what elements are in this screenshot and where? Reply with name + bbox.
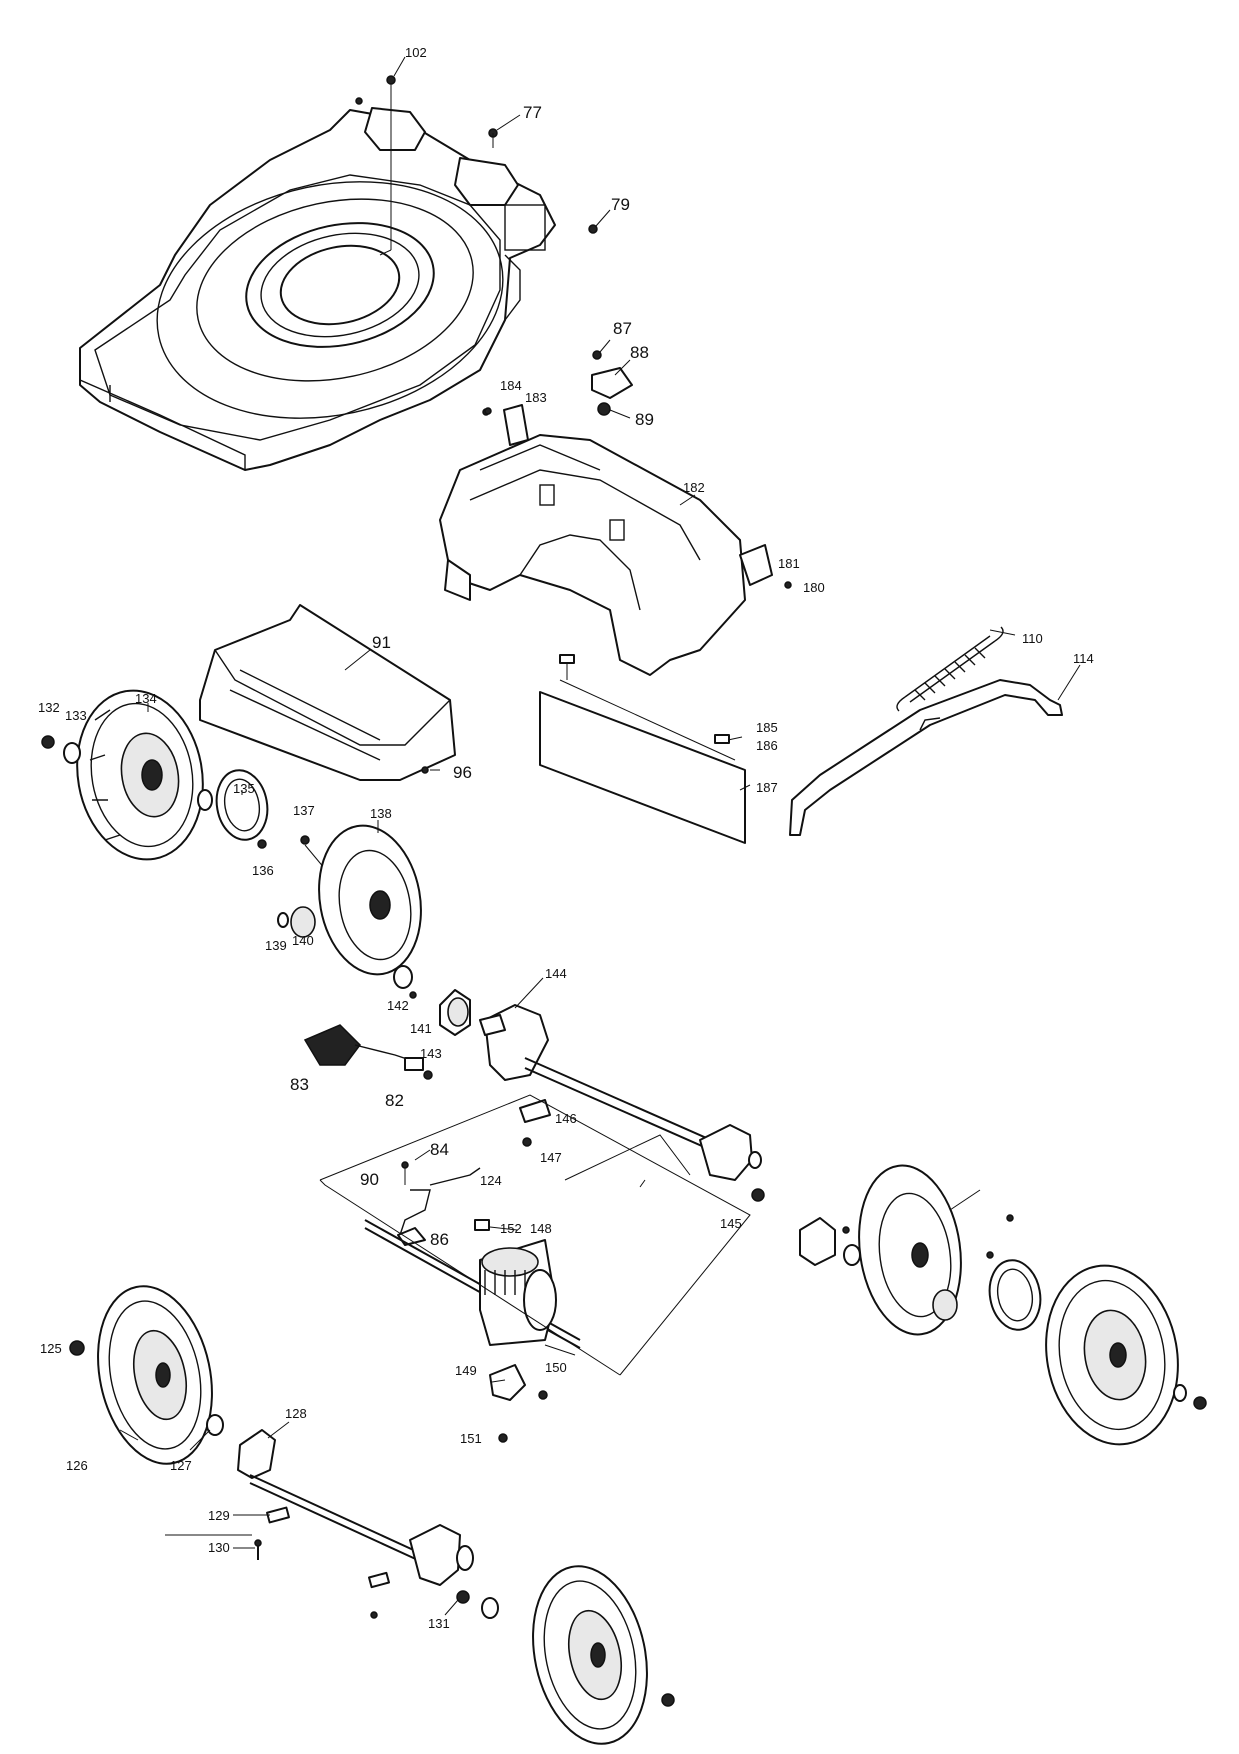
label-149: 149 [455,1363,477,1378]
label-142: 142 [387,998,409,1013]
label-182: 182 [683,480,705,495]
label-148: 148 [530,1221,552,1236]
cover-138 [318,824,422,976]
front-right-wheel [481,1565,675,1745]
label-90: 90 [360,1170,379,1189]
nut-131 [456,1590,470,1604]
label-82: 82 [385,1091,404,1110]
label-187: 187 [756,780,778,795]
label-145: 145 [720,1216,742,1231]
nut-132 [41,735,55,749]
leader-lines [119,56,1081,1616]
axle-assembly-144 [479,1004,762,1181]
mower-deck [79,107,556,471]
nut-125 [69,1340,85,1356]
label-77: 77 [523,103,542,122]
label-151: 151 [460,1431,482,1446]
label-137: 137 [293,803,315,818]
label-180: 180 [803,580,825,595]
rear-flap-187 [539,654,746,844]
bracket-88 [591,350,633,416]
label-130: 130 [208,1540,230,1555]
right-flange [799,1217,861,1266]
label-139: 139 [265,938,287,953]
pedal-83 [303,1024,433,1080]
cable-assembly [397,1161,490,1246]
label-91: 91 [372,633,391,652]
bracket-183 [484,404,529,446]
label-127: 127 [170,1458,192,1473]
label-102: 102 [405,45,427,60]
label-134: 134 [135,691,157,706]
label-138: 138 [370,806,392,821]
plate-lower [368,1571,390,1619]
wheel-126 [97,1285,213,1465]
label-183: 183 [525,390,547,405]
label-86: 86 [430,1230,449,1249]
label-124: 124 [480,1173,502,1188]
label-147: 147 [540,1150,562,1165]
label-152: 152 [500,1221,522,1236]
label-88: 88 [630,343,649,362]
label-136: 136 [252,863,274,878]
label-129: 129 [208,1508,230,1523]
group-frame-lines [319,1094,751,1376]
label-143: 143 [420,1046,442,1061]
bracket-149 [489,1364,548,1443]
right-bushing [932,1251,994,1321]
label-125: 125 [40,1341,62,1356]
label-126: 126 [66,1458,88,1473]
label-110: 110 [1022,631,1043,646]
pin-141 [409,991,417,999]
label-146: 146 [555,1111,577,1126]
ring-135 [197,769,269,841]
label-185: 185 [756,720,778,735]
washer-139 [277,912,289,928]
clip-146 [519,1099,551,1147]
washer-127 [206,1414,224,1436]
label-132: 132 [38,700,60,715]
flange-143 [439,989,471,1036]
spring-110 [896,626,1004,712]
label-connectors [233,1514,270,1549]
label-84: 84 [430,1140,449,1159]
label-133: 133 [65,708,87,723]
label-141: 141 [410,1021,432,1036]
wheel-134 [76,689,204,861]
gearbox-148 [364,1219,581,1349]
label-83: 83 [290,1075,309,1094]
label-114: 114 [1073,651,1094,666]
label-184: 184 [500,378,522,393]
screw-130 [254,1539,262,1560]
bushing-140 [290,906,316,938]
handle-rod-114 [789,679,1063,836]
part-labels: 102 77 79 87 88 89 184 183 182 181 180 1… [38,45,1094,1631]
right-wheel [1045,1264,1207,1446]
right-wheel-cover [858,1164,1014,1336]
label-79: 79 [611,195,630,214]
plate-129 [266,1506,290,1524]
label-144: 144 [545,966,567,981]
nut-145 [751,1188,765,1202]
washer-133 [63,742,81,764]
label-128: 128 [285,1406,307,1421]
label-89: 89 [635,410,654,429]
label-96: 96 [453,763,472,782]
front-axle-128 [237,1429,474,1586]
label-140: 140 [292,933,314,948]
bracket-181 [739,544,792,589]
label-181: 181 [778,556,800,571]
screw-136 [257,839,267,849]
label-186: 186 [756,738,778,753]
rear-housing-182 [439,434,746,676]
label-131: 131 [428,1616,450,1631]
label-135: 135 [233,781,255,796]
label-87: 87 [613,319,632,338]
washer-142 [393,965,413,989]
front-cover-91 [199,604,456,781]
label-150: 150 [545,1360,567,1375]
